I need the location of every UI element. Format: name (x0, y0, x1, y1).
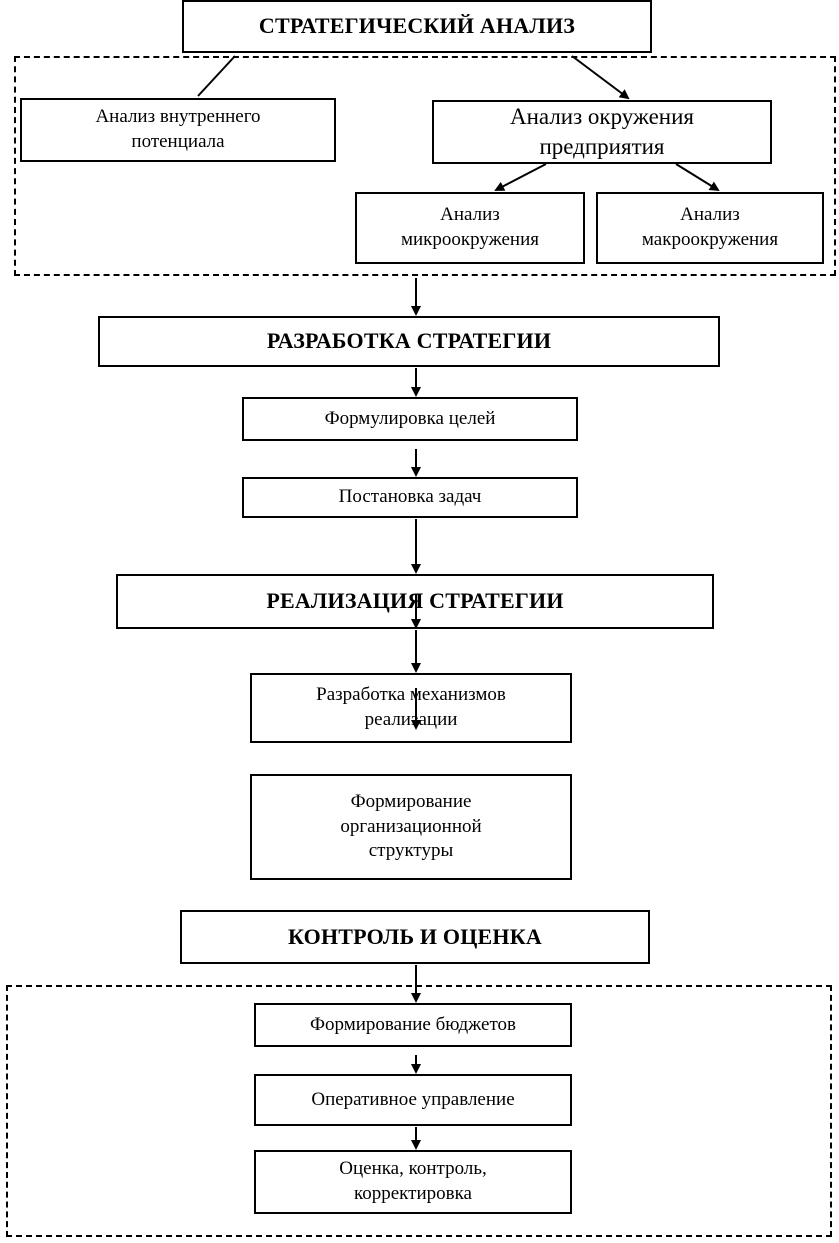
internal-potential-box: Анализ внутреннего потенциала (20, 98, 336, 162)
operational-management-box: Оперативное управление (254, 1074, 572, 1126)
goals-formulation-box: Формулировка целей (242, 397, 578, 441)
analysis-group-frame (14, 56, 836, 276)
goals-formulation-label: Формулировка целей (324, 407, 496, 429)
environment-analysis-box: Анализ окружения предприятия (432, 100, 772, 164)
strategy-implementation-box: РЕАЛИЗАЦИЯ СТРАТЕГИИ (116, 574, 714, 629)
macro-environment-box: Анализ макроокружения (596, 192, 824, 264)
evaluation-correction-label: Оценка, контроль, корректировка (339, 1158, 487, 1204)
strategy-development-title: РАЗРАБОТКА СТРАТЕГИИ (266, 328, 552, 354)
tasks-setting-box: Постановка задач (242, 477, 578, 518)
strategic-analysis-title: СТРАТЕГИЧЕСКИЙ АНАЛИЗ (258, 13, 576, 39)
operational-management-label: Оперативное управление (311, 1088, 515, 1110)
org-structure-box: Формирование организационной структуры (250, 774, 572, 880)
strategic-analysis-box: СТРАТЕГИЧЕСКИЙ АНАЛИЗ (182, 0, 652, 53)
budgets-formation-box: Формирование бюджетов (254, 1003, 572, 1047)
mechanisms-development-label: Разработка механизмов реализации (316, 684, 506, 730)
budgets-formation-label: Формирование бюджетов (310, 1013, 516, 1035)
tasks-setting-label: Постановка задач (338, 486, 482, 508)
control-evaluation-box: КОНТРОЛЬ И ОЦЕНКА (180, 910, 650, 964)
macro-environment-label: Анализ макроокружения (641, 204, 779, 250)
strategy-implementation-title: РЕАЛИЗАЦИЯ СТРАТЕГИИ (266, 588, 564, 614)
strategy-development-box: РАЗРАБОТКА СТРАТЕГИИ (98, 316, 720, 367)
micro-environment-box: Анализ микроокружения (355, 192, 585, 264)
internal-potential-label: Анализ внутреннего потенциала (95, 106, 261, 152)
control-evaluation-title: КОНТРОЛЬ И ОЦЕНКА (288, 923, 542, 949)
evaluation-correction-box: Оценка, контроль, корректировка (254, 1150, 572, 1214)
environment-analysis-label: Анализ окружения предприятия (509, 104, 694, 159)
mechanisms-development-box: Разработка механизмов реализации (250, 673, 572, 743)
control-group-frame (6, 985, 832, 1237)
org-structure-label: Формирование организационной структуры (340, 790, 482, 862)
micro-environment-label: Анализ микроокружения (400, 204, 540, 250)
